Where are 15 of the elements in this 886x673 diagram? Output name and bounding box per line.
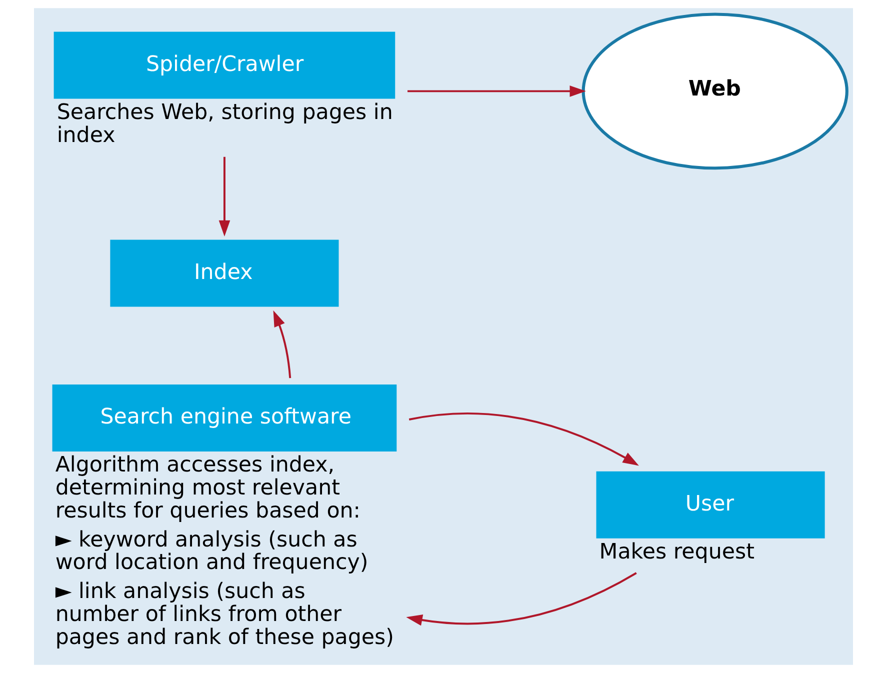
- arrow: [408, 412, 638, 466]
- node-box: User: [596, 471, 824, 538]
- node-label: Algorithm accesses index, determining most relevant results for queries based on:: [54, 452, 360, 524]
- arrow: [407, 86, 586, 97]
- node-box: Index: [110, 240, 338, 307]
- arrow: [406, 572, 636, 626]
- node-label: ► link analysis (such as number of links from other pages and rank of these pages): [54, 579, 394, 650]
- arrow: [272, 310, 291, 378]
- node-label: ► keyword analysis (such as word location and frequency): [54, 527, 368, 576]
- node-box: Spider/Crawler: [53, 32, 395, 99]
- node-box: Search engine software: [52, 384, 396, 452]
- node-label: Makes request: [598, 540, 754, 565]
- arrow: [218, 156, 230, 237]
- node-ellipse: Web: [581, 12, 848, 170]
- node-label: Searches Web, storing pages in index: [56, 100, 392, 148]
